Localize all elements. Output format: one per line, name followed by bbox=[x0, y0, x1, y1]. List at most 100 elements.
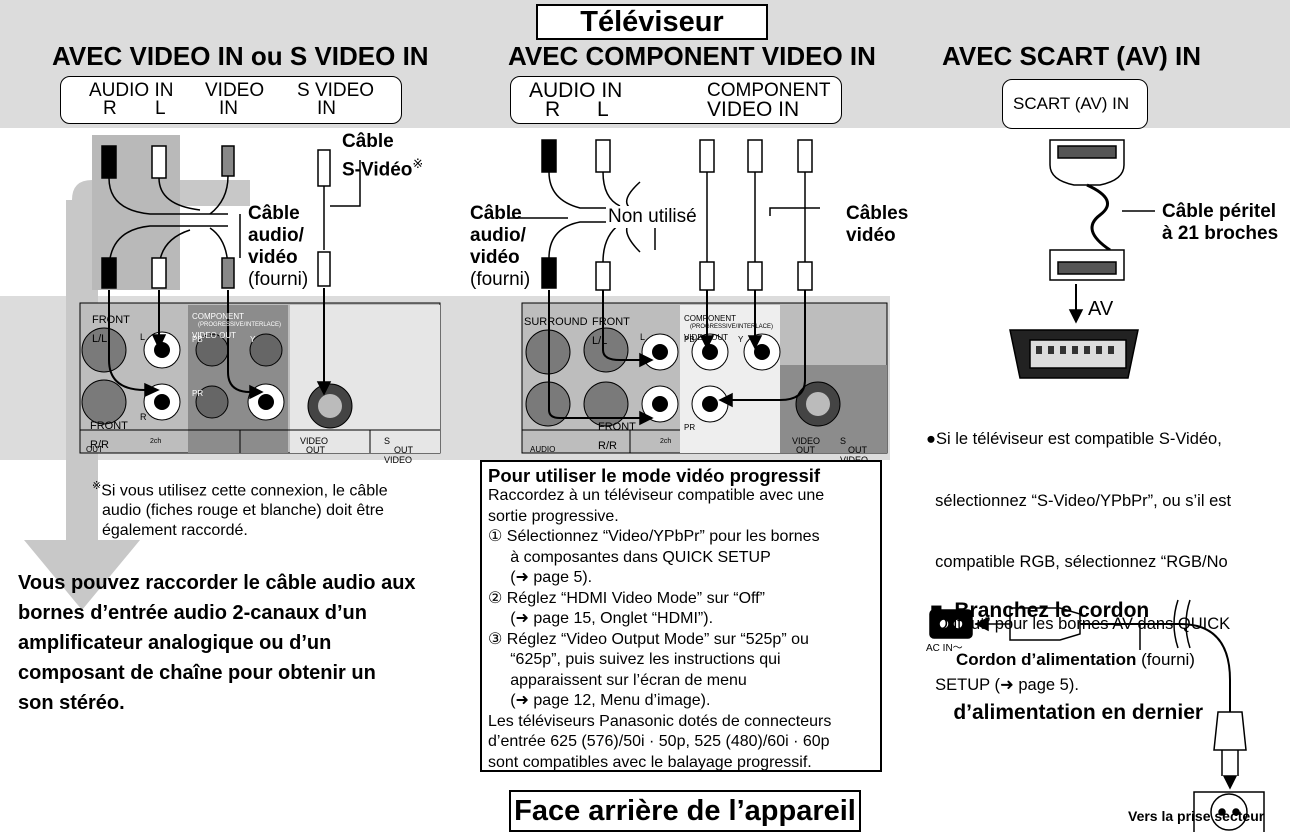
progressive-lines: Raccordez à un téléviseur compatible ave… bbox=[488, 486, 874, 773]
note-line3: amplificateur analogique ou d’un bbox=[18, 632, 332, 654]
rear1-video-out-1: VIDEO bbox=[300, 436, 329, 446]
cord-label-supplied: (fourni) bbox=[1141, 650, 1195, 669]
progressive-title: Pour utiliser le mode vidéo progressif bbox=[488, 465, 821, 486]
rear1-svideo-out-1: S VIDEO bbox=[384, 436, 413, 465]
video-cables-line1: Câbles bbox=[846, 203, 909, 224]
rear2-cv-out: COMPONENT VIDEO OUT bbox=[684, 314, 736, 342]
rear1-front-ll: FRONT L/L bbox=[92, 314, 130, 345]
rear1-2ch: 2ch bbox=[150, 438, 162, 445]
av-cable-1-line3: vidéo bbox=[248, 247, 298, 268]
panel2-video-in: VIDEO IN bbox=[707, 98, 800, 121]
progressive-line: Raccordez à un téléviseur compatible ave… bbox=[488, 487, 825, 504]
rear2-surround: SURROUND bbox=[524, 316, 588, 328]
scart-cable-line1: Câble péritel bbox=[1162, 201, 1277, 222]
progressive-line: (➜ page 5). bbox=[488, 569, 593, 586]
progressive-line: apparaissent sur l’écran de menu bbox=[488, 671, 747, 689]
scart-cable-line2: à 21 broches bbox=[1162, 223, 1279, 244]
panel1-svideo: S VIDEO bbox=[297, 80, 375, 101]
rear-panel-1 bbox=[79, 302, 441, 454]
av-label: AV bbox=[1088, 298, 1114, 320]
power-cord bbox=[929, 599, 1265, 832]
progressive-line: Les téléviseurs Panasonic dotés de conne… bbox=[488, 712, 832, 730]
tv-panel-3: SCART (AV) IN bbox=[1002, 79, 1148, 129]
scart-cable bbox=[1009, 139, 1155, 379]
power-heading: ■ Branchez le cordon d’alimentation en d… bbox=[930, 526, 1203, 798]
audio-amplifier-note: Vous pouvez raccorder le câble audio aux… bbox=[18, 568, 416, 718]
panel2-l: L bbox=[597, 98, 609, 121]
ac-in-text: AC IN bbox=[926, 643, 953, 654]
power-heading-line2: d’alimentation en dernier bbox=[930, 701, 1204, 724]
rear1-pb: PB bbox=[192, 335, 203, 344]
rear1-y: Y bbox=[250, 335, 256, 344]
panel1-svideo-in: IN bbox=[317, 98, 336, 119]
progressive-line: sont compatibles avec le balayage progre… bbox=[488, 753, 812, 771]
panel3-scart: SCART (AV) IN bbox=[1013, 94, 1130, 113]
footnote-line2: audio (fiches rouge et blanche) doit êtr… bbox=[102, 502, 384, 520]
panel2-component: COMPONENT bbox=[707, 80, 831, 101]
rear1-l: L bbox=[140, 332, 146, 342]
av-cable-label-2: Câble audio/ vidéo (fourni) bbox=[470, 203, 530, 291]
rear-panel-2 bbox=[521, 302, 888, 454]
cord-label: Cordon d’alimentation (fourni) bbox=[956, 650, 1195, 670]
heading-col2: AVEC COMPONENT VIDEO IN bbox=[508, 41, 876, 71]
av-cable-2-line2: audio/ bbox=[470, 225, 526, 246]
rear-title-box: Face arrière de l’appareil bbox=[509, 790, 861, 832]
ac-symbol: 〜 bbox=[952, 643, 963, 654]
bullet-line1: ●Si le téléviseur est compatible S-Vidéo… bbox=[926, 430, 1222, 448]
cables-2 bbox=[510, 139, 820, 426]
footnote-line1: Si vous utilisez cette connexion, le câb… bbox=[101, 482, 388, 500]
direction-arrow bbox=[24, 180, 250, 610]
panel1-r: R bbox=[103, 98, 117, 119]
rear2-pr: PR bbox=[684, 423, 696, 432]
rear1-pr: PR bbox=[192, 389, 204, 398]
progressive-line: ② Réglez “HDMI Video Mode” sur “Off” bbox=[488, 589, 765, 607]
av-cable-2-line3: vidéo bbox=[470, 247, 520, 268]
av-cable-1-line2: audio/ bbox=[248, 225, 304, 246]
rear2-l: L bbox=[640, 332, 646, 342]
svideo-mark: ※ bbox=[412, 156, 424, 171]
bullet-line3: compatible RGB, sélectionnez “RGB/No bbox=[926, 553, 1228, 571]
rear2-front-ll: FRONT L/L bbox=[592, 316, 630, 347]
video-cables-line2: vidéo bbox=[846, 225, 896, 246]
note-line1: Vous pouvez raccorder le câble audio aux bbox=[18, 572, 416, 594]
footnote-1: ※Si vous utilisez cette connexion, le câ… bbox=[92, 476, 388, 541]
bullet-line5: SETUP (➜ page 5). bbox=[926, 676, 1079, 694]
svideo-cable-line2: S-Vidéo bbox=[342, 159, 413, 181]
tv-title-box: Téléviseur bbox=[536, 4, 768, 40]
progressive-line: sortie progressive. bbox=[488, 507, 619, 525]
rear2-svideo-out-2: OUT bbox=[848, 445, 867, 455]
bullet-line4: Output” pour les bornes AV dans QUICK bbox=[926, 614, 1231, 633]
rear1-out: OUT bbox=[86, 445, 103, 454]
rear2-video-out-2: OUT bbox=[796, 445, 815, 455]
progressive-line: ① Sélectionnez “Video/YPbPr” pour les bo… bbox=[488, 528, 820, 545]
rear1-interlace: (PROGRESSIVE/INTERLACE) bbox=[198, 322, 282, 328]
heading-col1: AVEC VIDEO IN ou S VIDEO IN bbox=[52, 41, 429, 71]
outlet-label: Vers la prise secteur bbox=[1128, 808, 1265, 824]
tv-panel-2: AUDIO IN R L COMPONENT VIDEO IN bbox=[510, 76, 842, 124]
note-line4: composant de chaîne pour obtenir un bbox=[18, 662, 376, 684]
rear2-pb: PB bbox=[684, 335, 695, 344]
rear2-2ch: 2ch bbox=[660, 438, 672, 445]
svideo-cable-label: Câble S-Vidéo※ bbox=[342, 131, 423, 181]
progressive-line: à composantes dans QUICK SETUP bbox=[488, 548, 771, 566]
rear-title: Face arrière de l’appareil bbox=[514, 795, 856, 827]
progressive-line: (➜ page 12, Menu d’image). bbox=[488, 692, 711, 709]
panel2-audio-in: AUDIO IN bbox=[529, 79, 623, 102]
progressive-line: d’entrée 625 (576)/50i · 50p, 525 (480)/… bbox=[488, 733, 830, 750]
rear1-front-rr: FRONT R/R bbox=[90, 420, 128, 451]
progressive-line: “625p”, puis suivez les instructions qui bbox=[488, 651, 781, 668]
panel2-r: R bbox=[545, 98, 561, 121]
footnote-mark: ※ bbox=[92, 480, 102, 492]
rear2-video-out-1: VIDEO bbox=[792, 436, 821, 446]
tv-title: Téléviseur bbox=[580, 6, 724, 38]
panel1-video-in: IN bbox=[219, 98, 238, 119]
note-line5: son stéréo. bbox=[18, 692, 125, 714]
panel1-video: VIDEO bbox=[205, 80, 265, 101]
rear2-interlace: (PROGRESSIVE/INTERLACE) bbox=[690, 324, 774, 330]
rear2-r: R bbox=[640, 414, 647, 424]
av-cable-2-line1: Câble bbox=[470, 203, 522, 224]
panel1-audio-in: AUDIO IN bbox=[89, 80, 174, 101]
scart-bullet: ●Si le téléviseur est compatible S-Vidéo… bbox=[926, 388, 1231, 737]
av-cable-1-line1: Câble bbox=[248, 203, 300, 224]
